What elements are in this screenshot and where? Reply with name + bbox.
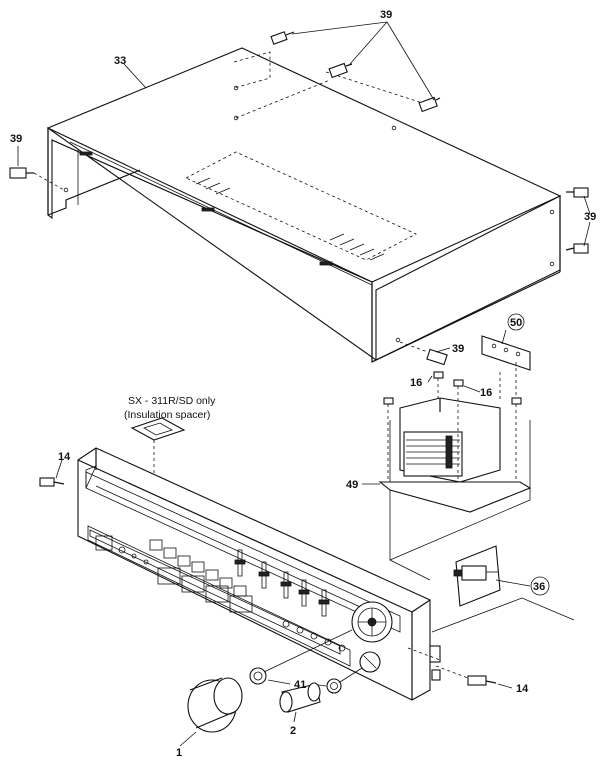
label-screw-right: 39 xyxy=(584,211,596,223)
front-panel xyxy=(77,447,441,701)
label-screw-transformer: 39 xyxy=(452,343,464,355)
screw-icon xyxy=(565,243,589,254)
screw-icon xyxy=(39,477,65,487)
label-nut: 41 xyxy=(294,679,306,691)
screw-icon xyxy=(399,341,448,366)
knob-large xyxy=(179,677,243,747)
label-knob-small: 2 xyxy=(290,725,296,737)
top-cover xyxy=(46,47,562,363)
screw-icon xyxy=(9,167,65,191)
label-screw-top: 39 xyxy=(380,9,392,21)
label-transformer: 49 xyxy=(346,479,358,491)
label-plate: 50 xyxy=(510,317,522,329)
label-screw-16-right: 16 xyxy=(480,387,492,399)
chassis-outline xyxy=(389,559,575,661)
label-screw-front-left: 14 xyxy=(58,451,71,463)
screw-icon xyxy=(566,187,589,198)
knob-small xyxy=(279,682,321,723)
screw-icon xyxy=(383,397,394,482)
screw-icon xyxy=(453,379,464,480)
note-line-2: (Insulation spacer) xyxy=(124,409,210,421)
labels: SX - 311R/SD only (Insulation spacer) 33… xyxy=(10,9,596,759)
power-transformer xyxy=(362,362,532,561)
screw-icon xyxy=(328,62,353,79)
screw-icon xyxy=(418,96,441,113)
label-screw-left: 39 xyxy=(10,133,22,145)
label-screw-front-right: 14 xyxy=(516,683,529,695)
mounting-plate xyxy=(481,313,531,371)
screw-icon xyxy=(467,675,497,686)
nut-41 xyxy=(249,629,363,694)
leader-lines xyxy=(17,63,451,353)
label-cover: 33 xyxy=(114,55,126,67)
screw-icon xyxy=(433,371,444,398)
screw-14-right xyxy=(435,665,513,689)
power-switch xyxy=(453,545,550,607)
screw-39-group xyxy=(9,21,591,366)
label-knob-large: 1 xyxy=(176,747,182,759)
label-screw-16-left: 16 xyxy=(410,377,422,389)
note-line-1: SX - 311R/SD only xyxy=(128,395,216,407)
label-switch: 36 xyxy=(533,581,545,593)
screw-14-left xyxy=(39,459,65,487)
screw-icon xyxy=(511,397,522,480)
screw-icon xyxy=(270,31,295,45)
